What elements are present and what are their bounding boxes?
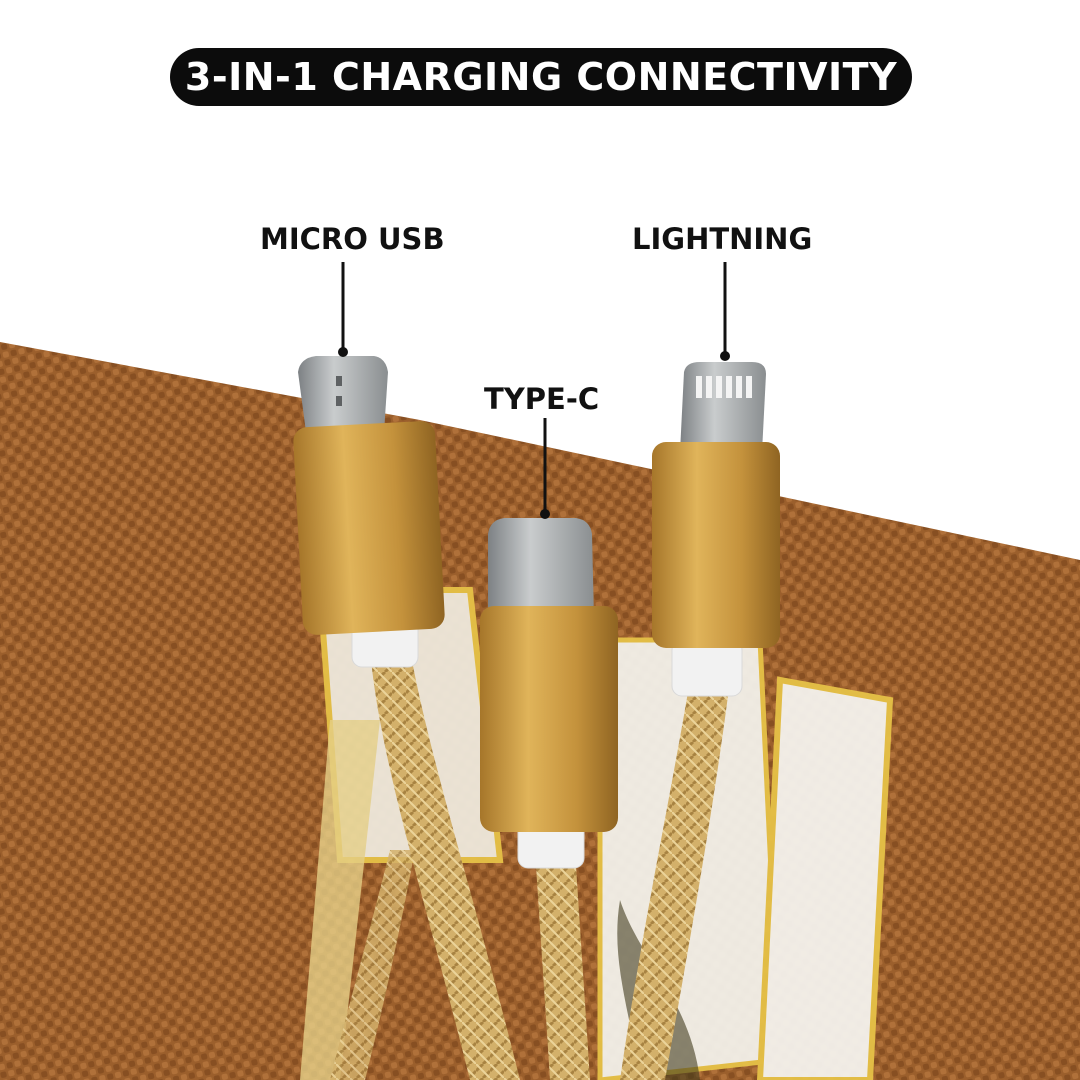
cable-micro-usb — [370, 650, 520, 1080]
label-lightning: LIGHTNING — [632, 222, 813, 256]
label-type-c: TYPE-C — [484, 382, 600, 416]
lightning-connector — [652, 362, 780, 648]
title-banner: 3-IN-1 CHARGING CONNECTIVITY — [170, 48, 912, 106]
label-micro-usb: MICRO USB — [260, 222, 445, 256]
cable-lightning — [620, 680, 730, 1080]
type-c-connector — [480, 518, 618, 832]
cable-extra — [330, 850, 415, 1080]
cable-type-c — [535, 850, 590, 1080]
micro-usb-connector — [293, 356, 445, 635]
callout-lines — [341, 262, 727, 512]
